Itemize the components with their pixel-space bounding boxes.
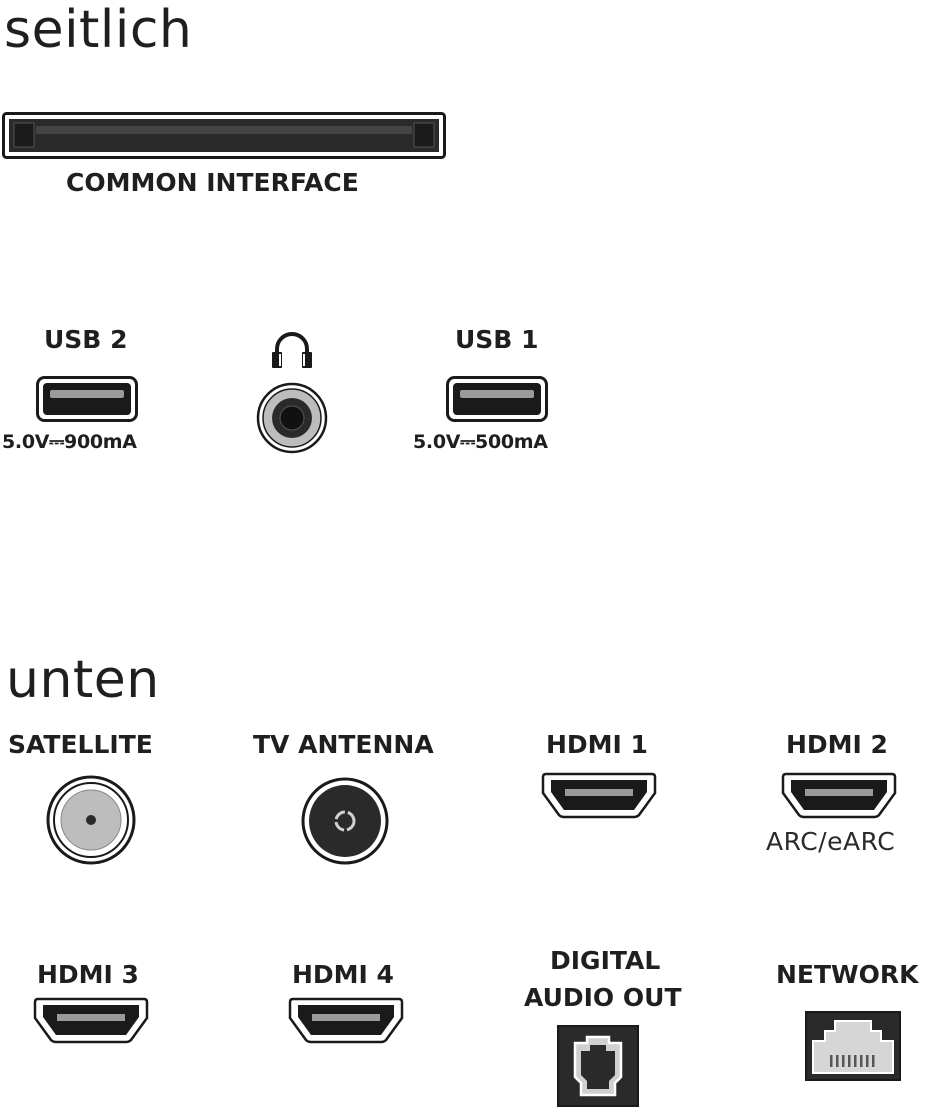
tv-antenna-port [301,777,389,865]
hdmi4-label: HDMI 4 [292,960,394,989]
network-label: NETWORK [776,960,919,989]
usb1-spec: 5.0V⎓500mA [413,431,548,453]
satellite-label: SATELLITE [8,730,153,759]
usb2-port [36,376,138,422]
satellite-port [46,775,136,865]
usb2-label: USB 2 [44,325,128,354]
section-title-bottom: unten [6,650,160,710]
hdmi2-label: HDMI 2 [786,730,888,759]
hdmi4-port [288,996,404,1044]
usb1-port [446,376,548,422]
hdmi3-label: HDMI 3 [37,960,139,989]
headphones-icon [270,330,314,370]
section-title-side: seitlich [4,0,193,60]
hdmi1-label: HDMI 1 [546,730,648,759]
hdmi2-port [781,771,897,819]
digital-audio-out-label-line1: DIGITAL [550,946,661,975]
headphone-jack [256,382,328,454]
usb1-label: USB 1 [455,325,539,354]
digital-audio-out-port [557,1025,639,1107]
tv-antenna-label: TV ANTENNA [253,730,434,759]
network-port [805,1011,901,1081]
digital-audio-out-label-line2: AUDIO OUT [524,983,682,1012]
common-interface-slot [2,112,446,160]
common-interface-label: COMMON INTERFACE [66,168,359,197]
hdmi2-arc-label: ARC/eARC [766,827,896,856]
hdmi3-port [33,996,149,1044]
usb2-spec: 5.0V⎓900mA [2,431,137,453]
hdmi1-port [541,771,657,819]
